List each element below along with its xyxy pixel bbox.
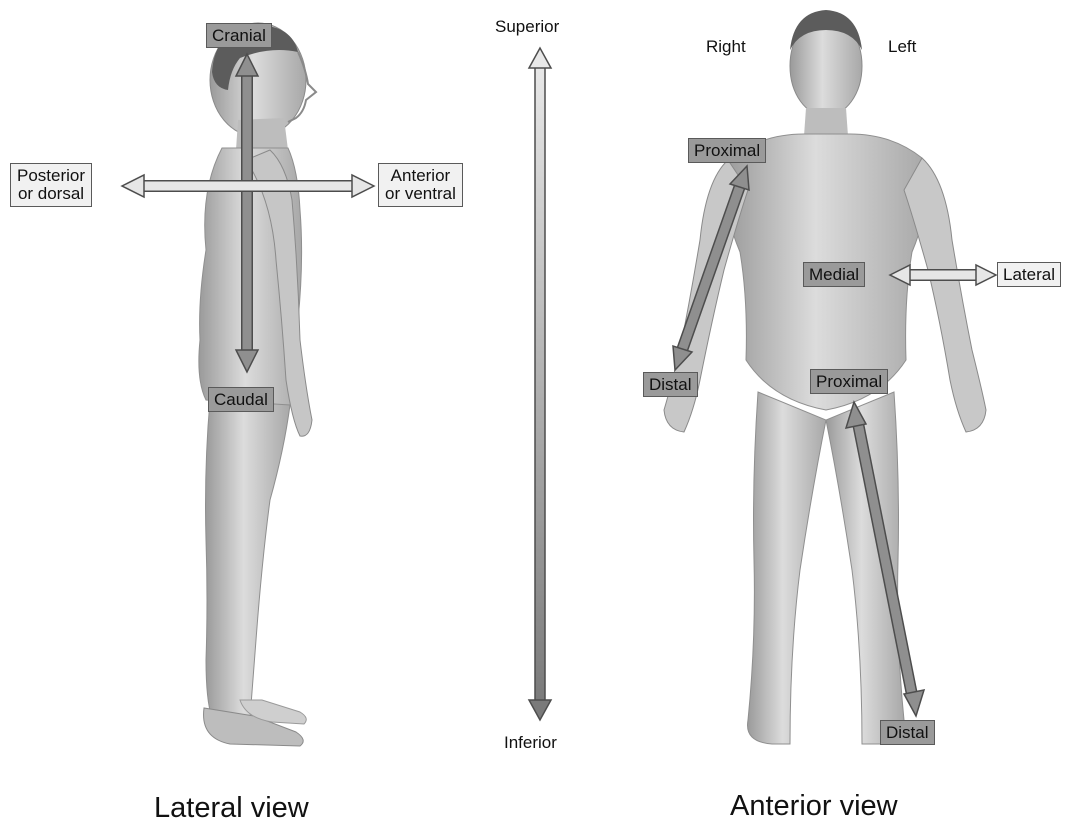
- label-right: Right: [706, 37, 746, 57]
- label-arm-distal: Distal: [643, 372, 698, 397]
- label-cranial: Cranial: [206, 23, 272, 48]
- label-posterior: Posterior or dorsal: [10, 163, 92, 207]
- label-anterior: Anterior or ventral: [378, 163, 463, 207]
- label-left: Left: [888, 37, 916, 57]
- label-arm-proximal: Proximal: [688, 138, 766, 163]
- label-anterior-line1: Anterior: [385, 167, 456, 185]
- label-leg-proximal: Proximal: [810, 369, 888, 394]
- label-caudal: Caudal: [208, 387, 274, 412]
- label-posterior-line1: Posterior: [17, 167, 85, 185]
- label-anterior-line2: or ventral: [385, 185, 456, 203]
- label-posterior-line2: or dorsal: [17, 185, 85, 203]
- label-medial: Medial: [803, 262, 865, 287]
- caption-lateral-view: Lateral view: [154, 792, 309, 825]
- superior-inferior-arrow: [529, 48, 551, 720]
- label-inferior: Inferior: [504, 733, 557, 753]
- label-superior: Superior: [495, 17, 559, 37]
- lateral-body: [199, 23, 316, 746]
- label-lateral: Lateral: [997, 262, 1061, 287]
- caption-anterior-view: Anterior view: [730, 790, 898, 823]
- label-leg-distal: Distal: [880, 720, 935, 745]
